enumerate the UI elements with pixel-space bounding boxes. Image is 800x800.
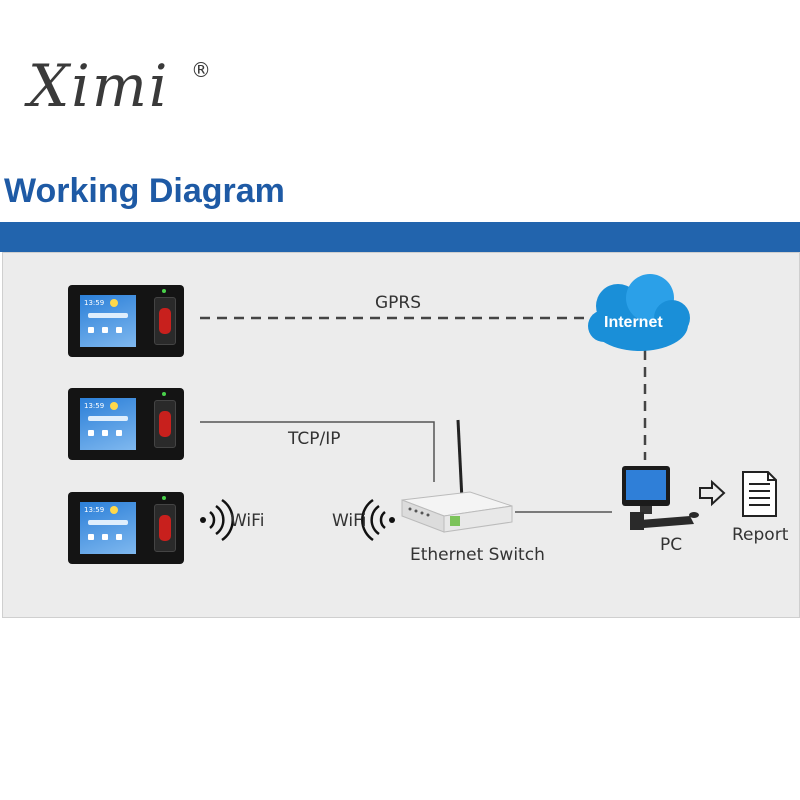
wifi-signal-right-icon [361, 498, 395, 542]
pc-icon [622, 466, 699, 530]
gprs-label: GPRS [375, 293, 422, 313]
registered-mark: ® [191, 58, 213, 82]
pc-label: PC [660, 535, 683, 555]
wifi-right-label: WiFi [332, 511, 367, 531]
title-banner [0, 222, 800, 252]
report-label: Report [732, 525, 789, 545]
wifi-left-label: WiFi [230, 511, 265, 531]
brand-logo-text: Ximi [28, 52, 170, 120]
internet-cloud-icon [588, 274, 690, 351]
terminal-wifi: 13:59 [68, 492, 184, 564]
ethernet-switch-icon [401, 419, 513, 533]
report-document-icon [742, 471, 777, 517]
terminal-tcpip: 13:59 [68, 388, 184, 460]
terminal-time: 13:59 [84, 299, 105, 307]
brand-logo: Ximi ® [28, 52, 211, 120]
tcpip-link [200, 421, 435, 482]
page-title: Working Diagram [4, 172, 285, 210]
terminal-time: 13:59 [84, 506, 105, 514]
ethernet-switch-label: Ethernet Switch [410, 545, 545, 565]
terminal-gprs: 13:59 [68, 285, 184, 357]
fingerprint-sensor-icon [154, 297, 176, 345]
arrow-right-icon [699, 479, 726, 507]
terminal-time: 13:59 [84, 402, 105, 410]
tcpip-label: TCP/IP [288, 429, 341, 449]
wifi-signal-left-icon [200, 498, 234, 542]
fingerprint-sensor-icon [154, 504, 176, 552]
fingerprint-sensor-icon [154, 400, 176, 448]
internet-label: Internet [604, 314, 663, 331]
